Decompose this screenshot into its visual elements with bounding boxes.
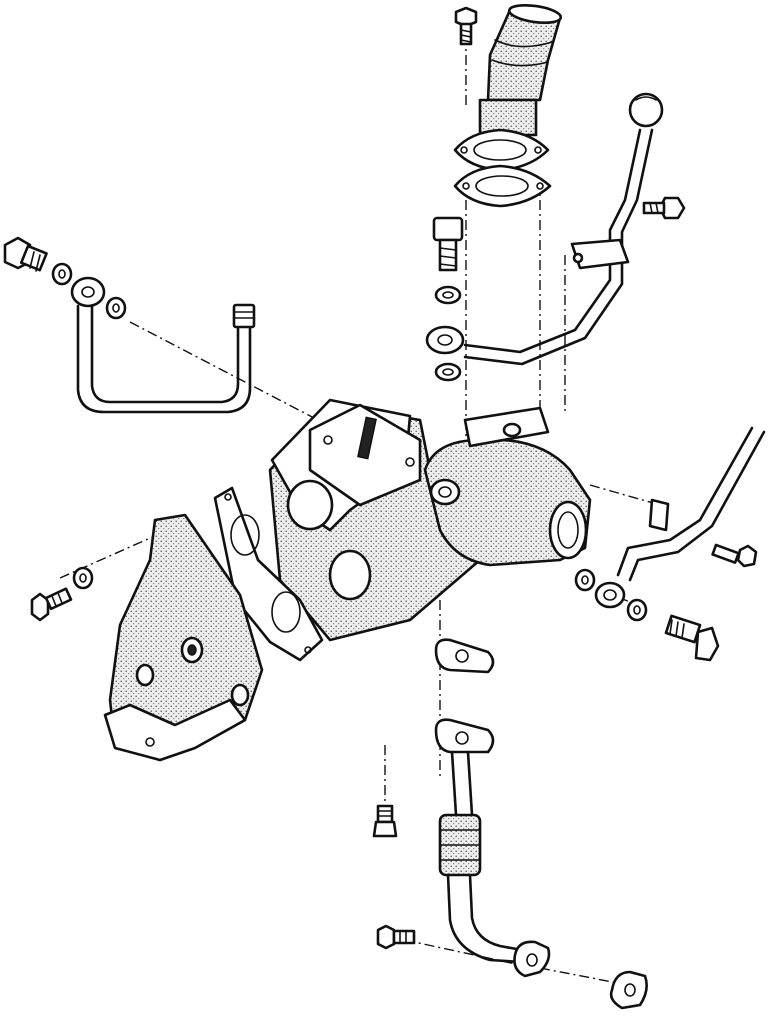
return-line-washer-b [626,598,648,622]
oil-line-left-washer-a [51,262,73,286]
turbo-mounting-flange [308,403,422,507]
top-bolt [454,6,478,46]
clip-bolt-right [642,196,686,220]
oil-line-left-washer-b [105,296,127,320]
assembly-center-lines [59,35,661,986]
drain-gasket-upper [434,638,495,674]
manifold-bolt-left [30,587,73,622]
banjo-bolt-center [432,216,464,272]
compressor-housing [423,406,592,567]
return-line-banjo-bolt [664,614,720,662]
intake-elbow-pipe [478,3,563,137]
intake-gasket [453,164,552,208]
oil-drain-pipe [438,750,551,978]
manifold-gasket [213,486,324,662]
drain-pipe-flange [434,718,495,754]
exhaust-elbow [103,513,264,762]
oil-line-u-pipe [70,276,256,414]
oil-line-left-bolt [3,236,48,272]
return-line-clip-bolt [711,543,758,568]
return-line-washer-a [574,568,596,592]
manifold-washer-left [72,566,94,590]
drain-pipe-bracket-bolt [372,804,398,838]
sealing-washer-lower [434,362,462,382]
sealing-washer-upper [434,285,462,305]
drain-flange-bolt [376,924,416,950]
return-line-right [594,426,766,609]
drain-pipe-gasket-lower [609,970,648,1010]
oil-feed-line [425,92,664,366]
